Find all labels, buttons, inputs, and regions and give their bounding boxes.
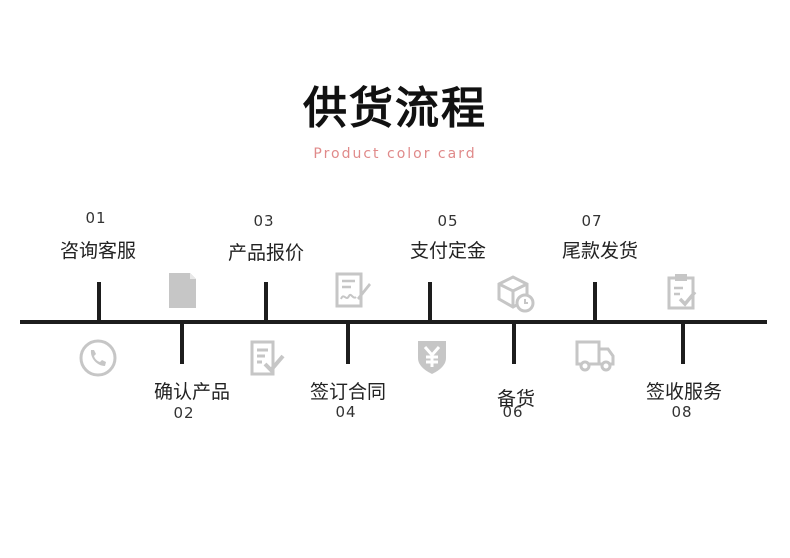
timeline-tick: [264, 282, 268, 322]
yuan-shield-icon: [412, 336, 452, 376]
step-number: 07: [581, 212, 603, 230]
step-label: 支付定金: [409, 240, 486, 262]
step-number: 01: [85, 209, 107, 227]
clipboard-check-icon: [663, 272, 703, 312]
step-number: 05: [437, 212, 459, 230]
signature-icon: [333, 270, 373, 310]
timeline-tick: [681, 324, 685, 364]
step-label: 签收服务: [645, 381, 722, 403]
timeline-tick: [593, 282, 597, 322]
step-label: 备货: [496, 388, 535, 410]
step-number: 03: [253, 212, 275, 230]
timeline-tick: [346, 324, 350, 364]
step-number: 08: [671, 403, 693, 421]
timeline-tick: [97, 282, 101, 322]
step-label: 咨询客服: [59, 240, 136, 262]
timeline-axis: [20, 320, 767, 324]
box-clock-icon: [495, 273, 535, 313]
page-title: 供货流程: [303, 83, 487, 134]
timeline-tick: [512, 324, 516, 364]
step-label: 确认产品: [153, 381, 230, 403]
document-icon: [162, 270, 202, 310]
step-number: 06: [502, 403, 524, 421]
step-label: 产品报价: [227, 242, 304, 264]
phone-icon: [78, 338, 118, 378]
step-label: 签订合同: [309, 381, 386, 403]
step-number: 04: [335, 403, 357, 421]
page-subtitle: Product color card: [313, 146, 477, 162]
truck-icon: [575, 334, 615, 374]
step-number: 02: [173, 404, 195, 422]
checklist-icon: [247, 338, 287, 378]
step-label: 尾款发货: [561, 240, 638, 262]
timeline-tick: [428, 282, 432, 322]
timeline-tick: [180, 324, 184, 364]
